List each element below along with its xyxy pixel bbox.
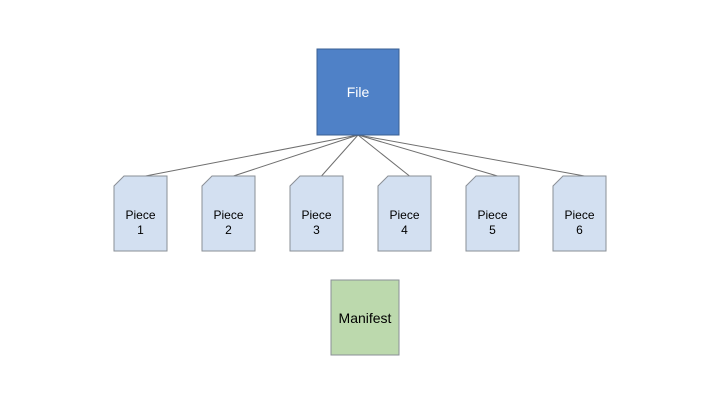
connector-line-5 (357, 134, 498, 177)
file-box (316, 48, 400, 136)
piece-number: 5 (489, 223, 496, 237)
piece-number: 6 (576, 223, 583, 237)
piece-card (201, 175, 256, 252)
connector-line-2 (233, 134, 359, 177)
piece-card (465, 175, 520, 252)
piece-label: Piece (125, 208, 155, 222)
piece-card (289, 175, 344, 252)
piece-card (552, 175, 607, 252)
piece-label: Piece (301, 208, 331, 222)
piece-label: Piece (564, 208, 594, 222)
piece-label: Piece (477, 208, 507, 222)
connector-line-3 (321, 134, 359, 177)
manifest-node: Manifest (330, 279, 400, 356)
piece-card (377, 175, 432, 252)
file-label: File (347, 84, 370, 100)
piece-number: 4 (401, 223, 408, 237)
connector-line-6 (357, 134, 585, 177)
file-node: File (316, 48, 400, 136)
connectors (145, 134, 585, 177)
connector-line-4 (357, 134, 410, 177)
piece-label: Piece (389, 208, 419, 222)
piece-number: 3 (313, 223, 320, 237)
piece-number: 2 (225, 223, 232, 237)
connector-line-1 (145, 134, 359, 177)
manifest-box (330, 279, 400, 356)
piece-card (113, 175, 168, 252)
piece-number: 1 (137, 223, 144, 237)
manifest-label: Manifest (339, 310, 392, 326)
piece-label: Piece (213, 208, 243, 222)
